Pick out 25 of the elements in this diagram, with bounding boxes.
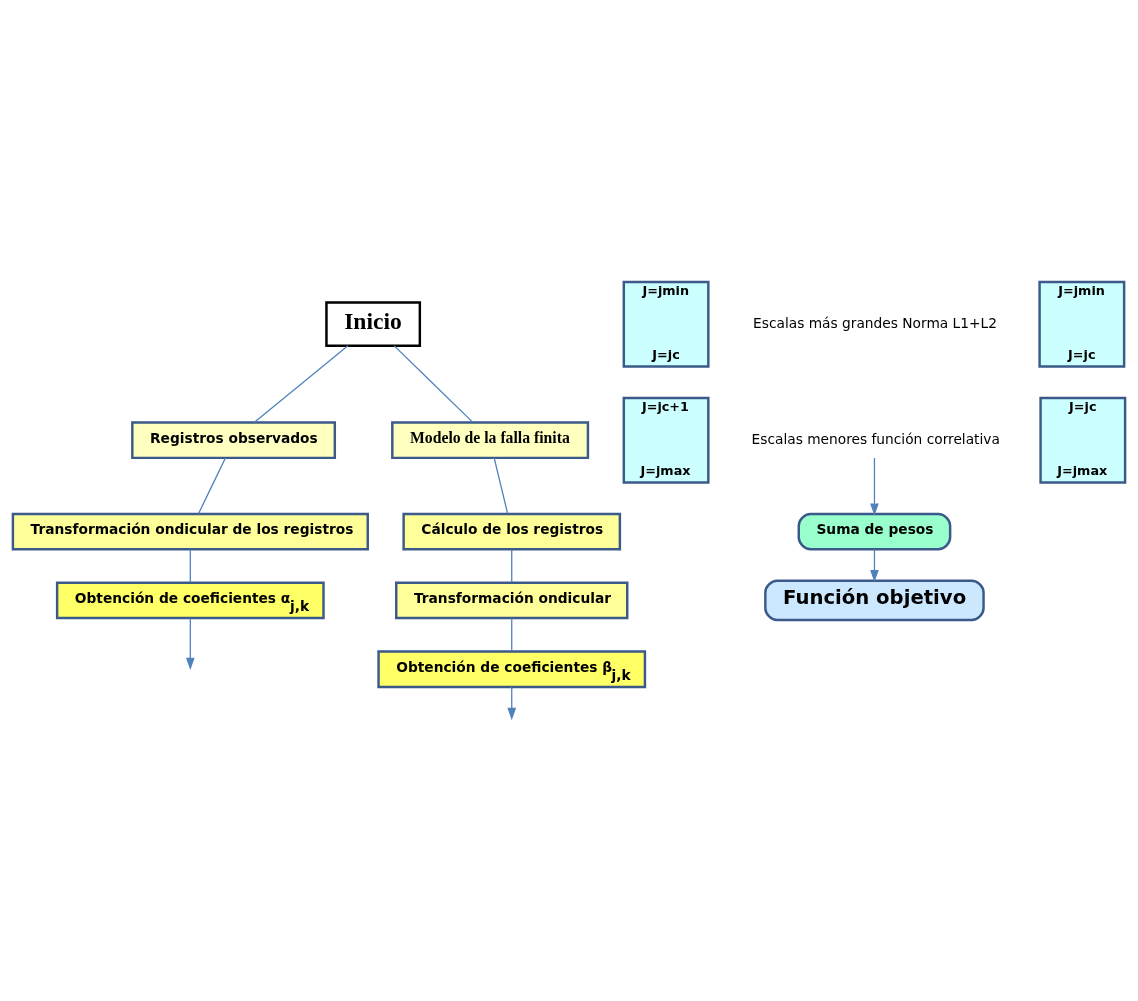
node-box: J=jmin J=jc bbox=[1038, 280, 1126, 368]
node-box: J=jc+1 J=jmax bbox=[622, 396, 710, 484]
node-box: J=jc J=jmax bbox=[1039, 396, 1127, 484]
connector bbox=[511, 617, 513, 652]
label: Escalas más grandes Norma L1+L2 bbox=[753, 314, 997, 331]
node-text: Escalas menores función correlativa bbox=[751, 430, 1000, 447]
connector bbox=[511, 548, 513, 583]
connector bbox=[493, 457, 509, 515]
node-box: Modelo de la falla finita bbox=[391, 421, 590, 460]
arrow bbox=[870, 457, 879, 516]
node-box: Transformación ondicular de los registros bbox=[11, 512, 369, 551]
node-box: Suma de pesos bbox=[797, 512, 952, 551]
connector bbox=[189, 548, 191, 583]
node-box: Transformación ondicular bbox=[395, 581, 629, 620]
arrow bbox=[870, 548, 879, 583]
node-box: J=jmin J=jc bbox=[622, 280, 710, 368]
arrow bbox=[185, 617, 195, 671]
connector bbox=[253, 345, 349, 424]
arrow bbox=[507, 686, 517, 721]
connector bbox=[393, 345, 474, 424]
node-box: Función objetivo bbox=[764, 579, 985, 622]
node-box: Cálculo de los registros bbox=[402, 512, 622, 551]
node-box: Inicio bbox=[325, 301, 422, 348]
node-box: Registros observados bbox=[131, 421, 337, 460]
connector bbox=[197, 457, 227, 515]
